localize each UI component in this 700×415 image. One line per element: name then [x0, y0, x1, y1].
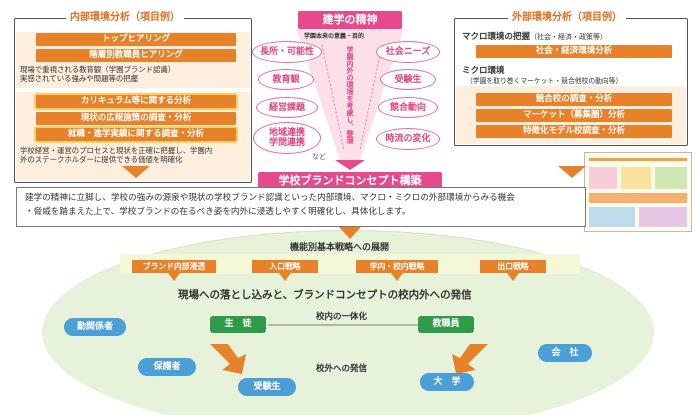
oval-applicants: 受験生: [380, 69, 436, 90]
strategy-bar-exit: 出口戦略: [480, 260, 546, 273]
oval-regional-collaboration: 地域連携 学問連携: [253, 122, 321, 154]
internal-bar-pr: 現状の広報施策の調査・分析: [36, 112, 236, 125]
outward-arrows: [210, 344, 488, 374]
strategy-bar-internal-brand: ブランド内部浸透: [132, 260, 216, 273]
internal-bar-staff-hearing: 階層別教職員ヒアリング: [36, 49, 236, 62]
inner-students: 生 徒: [210, 316, 266, 333]
internal-bar-career: 就職・進学実績に関する調査・分析: [34, 126, 238, 143]
brand-chart-thumbnail: [584, 152, 692, 232]
outer-university: 大 学: [420, 373, 474, 391]
oval-regional-line1: 地域連携: [268, 128, 305, 138]
external-analysis-title: 外部環境分析（項目例）: [508, 12, 626, 24]
external-bar-competitors: 競合校の調査・分析: [476, 93, 672, 106]
strategy-bar-entry: 入口戦略: [252, 260, 318, 273]
external-bar-social-economic: 社会・経済環境分析: [476, 45, 672, 58]
strategy-bars-backdrop: [120, 254, 580, 274]
outer-company: 会 社: [538, 344, 592, 362]
external-bar-market: マーケット（募集圏）分析: [476, 109, 672, 122]
outer-parents: 保護者: [138, 358, 196, 376]
center-vertical-text: 学園内外の環境を考慮し、整理: [346, 46, 354, 144]
brand-concept-title: 学校ブランドコンセプト構築: [258, 172, 442, 190]
oval-regional-line2: 学問連携: [268, 138, 305, 148]
oval-competitors: 競合動向: [378, 97, 438, 118]
outer-related-parties: 勤関係者: [64, 318, 126, 336]
internal-text-1a: 現場で重視される教育観（学園ブランド認識）: [20, 65, 176, 74]
external-macro-label: マクロ環境の把握（社会・経済・政策等）: [462, 30, 607, 42]
oval-education-view: 教育観: [258, 69, 314, 90]
internal-text-1b: 実感されている強みや問題等の把握: [20, 74, 139, 83]
center-fan-shape: [296, 28, 404, 170]
external-bar-model-school: 特徴化モデル校調査・分析: [476, 125, 672, 138]
external-macro: マクロ環境の把握: [462, 32, 531, 42]
inner-unity-label: 校内の一体化: [316, 312, 368, 322]
strategy-down-arrows: [168, 273, 519, 281]
strategy-title: 機能別基本戦略への展開: [290, 243, 390, 253]
strategy-slogan: 現場への落とし込みと、ブランドコンセプトの校内外への発信: [178, 289, 472, 301]
oval-strengths: 長所・可能性: [252, 41, 322, 63]
brand-concept-description: 建学の精神に立脚し、学校の強みの源泉や現状の学校ブランド認識といった内部環境、マ…: [16, 187, 586, 227]
oval-management-issues: 経営課題: [256, 97, 318, 118]
concept-down-arrow: [339, 227, 361, 239]
internal-bar-curriculum: カリキュラム等に関する分析: [34, 93, 238, 110]
oval-trends: 時流の変化: [376, 128, 440, 150]
external-macro-note: （社会・経済・政策等）: [530, 33, 608, 41]
concept-text-line1: 建学の精神に立脚し、学校の強みの源泉や現状の学校ブランド認識といった内部環境、マ…: [25, 193, 515, 203]
concept-text-line2: ・脅威を踏まえた上で、学校ブランドの在るべき姿を内外に浸透しやすく明確化し、具体…: [25, 206, 411, 217]
internal-text-2a: 学校経営・運営のプロセスと現状を正確に把握し、学園内: [20, 146, 213, 155]
center-dashed-lines: [321, 44, 383, 151]
external-micro: ミクロ環境: [462, 66, 505, 76]
center-etc: など: [312, 153, 326, 161]
inner-staff: 教職員: [418, 316, 474, 333]
founding-spirit-title: 建学の精神: [298, 11, 402, 29]
internal-analysis-title: 内部環境分析（項目例）: [66, 12, 184, 24]
founding-spirit-subtitle: 学園本来の意義・目的: [304, 33, 365, 40]
outer-applicants: 受験生: [238, 378, 296, 396]
concept-side-arrows: [122, 166, 586, 178]
outer-communication-label: 校外への発信: [316, 364, 368, 374]
external-micro-note: （学園を取り巻くマーケット・競合他校の動向等）: [466, 77, 623, 85]
oval-social-needs: 社会ニーズ: [376, 41, 440, 63]
internal-bar-top-hearing: トップヒアリング: [36, 33, 236, 46]
internal-text-2b: 外のステークホルダーに提供できる価値を明確化: [20, 155, 183, 164]
strategy-bar-campus: 学内・校内戦略: [356, 260, 438, 273]
